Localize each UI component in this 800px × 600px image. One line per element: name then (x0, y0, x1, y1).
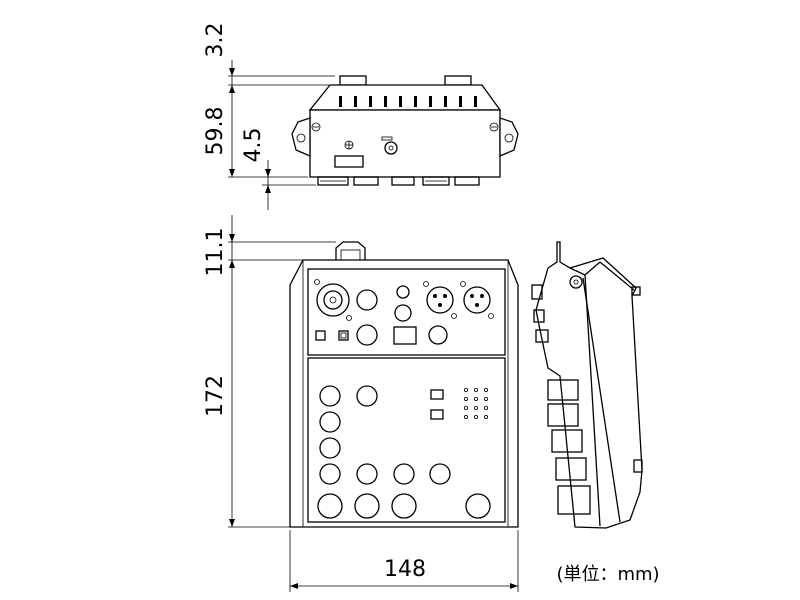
front-bottom-connector-2 (353, 176, 379, 186)
control-knob-d4 (429, 463, 451, 485)
fader-knob-2 (354, 493, 380, 519)
side-knob-4 (555, 457, 587, 481)
vent-slots (339, 96, 477, 107)
dim-body-height: 59.8 (203, 107, 228, 156)
rear-knob-3 (356, 324, 378, 346)
control-panel (307, 357, 506, 523)
side-knob-1 (547, 379, 579, 401)
side-knob-5 (557, 485, 591, 515)
dim-depth: 172 (203, 375, 228, 417)
rear-knob-1 (356, 289, 378, 311)
panel-button-2 (430, 409, 444, 420)
control-knob-d1 (319, 463, 341, 485)
front-bottom-connector-1 (317, 176, 349, 186)
rear-knob-small (396, 285, 410, 299)
xlr-jack-2 (463, 286, 491, 314)
control-knob-d3 (393, 463, 415, 485)
usb-port (334, 155, 364, 168)
rear-switch-1 (315, 330, 326, 341)
rear-usb-port (393, 326, 417, 345)
unit-label: (単位：mm) (556, 564, 659, 585)
fader-knob-1 (317, 493, 343, 519)
front-dimensions (228, 60, 335, 210)
front-top-knob-right (444, 75, 472, 86)
combo-jack (316, 283, 350, 317)
led-indicators (463, 387, 488, 419)
control-knob-a1 (319, 385, 341, 407)
front-bottom-connector-3 (391, 176, 415, 186)
front-ear-right (499, 117, 519, 157)
rear-knob-4 (428, 325, 448, 345)
control-knob-d2 (356, 463, 378, 485)
fader-knob-4 (465, 493, 491, 519)
dim-handle-height: 11.1 (203, 228, 228, 277)
rear-switch-2 (338, 330, 349, 341)
handle-tab (335, 241, 366, 260)
control-knob-c1 (319, 437, 341, 459)
control-knob-a2 (356, 385, 378, 407)
side-screw (569, 275, 583, 289)
panel-button-1 (430, 389, 444, 400)
top-view (289, 241, 519, 528)
dim-top-height: 3.2 (203, 23, 228, 58)
dim-width: 148 (384, 557, 426, 582)
rear-panel (307, 268, 506, 356)
front-bottom-connector-4 (422, 176, 450, 186)
side-view (531, 241, 643, 529)
front-top-bevel (308, 84, 502, 111)
side-knob-3 (551, 429, 583, 453)
front-view (291, 75, 519, 186)
front-body (309, 109, 501, 178)
top-dimensions (228, 215, 519, 592)
front-top-knob-left (339, 75, 367, 86)
dim-foot-height: 4.5 (241, 128, 266, 163)
control-knob-b1 (319, 411, 341, 433)
rear-knob-2 (394, 304, 412, 322)
dc-jack (384, 141, 398, 155)
side-body (535, 241, 643, 529)
side-knob-2 (547, 403, 579, 427)
fader-knob-3 (391, 493, 417, 519)
front-ear-left (291, 117, 311, 157)
front-bottom-connector-5 (454, 176, 480, 186)
xlr-jack-1 (426, 286, 454, 314)
